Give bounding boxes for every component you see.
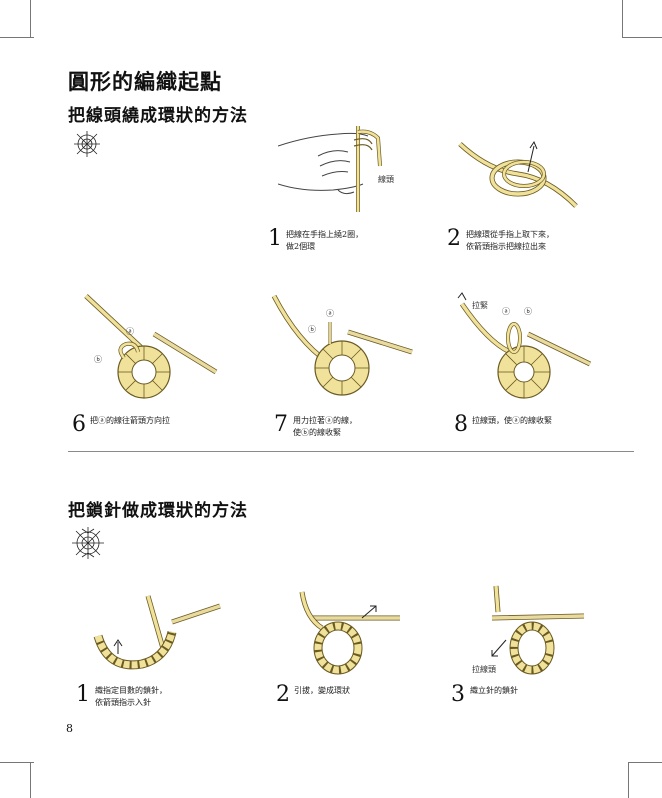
step-caption: 用力拉著ⓐ的線， 使ⓑ的線收緊 <box>293 415 357 439</box>
crop-mark <box>628 762 662 763</box>
section-heading: 把鎖針做成環狀的方法 <box>68 501 248 521</box>
caption-line: 把ⓐ的線往箭頭方向拉 <box>90 416 170 425</box>
crop-mark <box>0 37 34 38</box>
crop-mark <box>622 0 623 38</box>
snowflake-motif-icon <box>74 131 100 157</box>
page-title: 圓形的編織起點 <box>68 69 222 94</box>
pull-tight-label: 拉緊 <box>472 300 488 310</box>
crop-mark <box>628 762 629 798</box>
step-caption: 把ⓐ的線往箭頭方向拉 <box>90 415 170 427</box>
crop-mark <box>30 762 31 798</box>
caption-line: 引拔，變成環狀 <box>294 686 350 695</box>
pull-tail-label: 拉線頭 <box>472 664 496 674</box>
step-number: 3 <box>451 682 465 707</box>
caption-line: 使ⓑ的線收緊 <box>293 428 341 437</box>
step-caption: 織指定目數的鎖針， 依箭頭指示入針 <box>95 685 167 709</box>
step-number: 8 <box>454 412 468 437</box>
step-caption: 織立針的鎖針 <box>470 685 518 697</box>
step7-illustration: ⓐ ⓑ <box>271 294 413 396</box>
crop-mark <box>0 762 34 763</box>
yarn-tail-label: 線頭 <box>378 174 394 184</box>
step-caption: 引拔，變成環狀 <box>294 685 350 697</box>
caption-line: 用力拉著ⓐ的線， <box>293 416 357 425</box>
caption-line: 織指定目數的鎖針， <box>95 686 167 695</box>
caption-line: 把線在手指上繞2圈， <box>286 230 364 239</box>
label-b: ⓑ <box>94 355 102 364</box>
step-number: 6 <box>72 412 86 437</box>
chain-step1-illustration <box>93 595 221 670</box>
section-divider <box>68 451 634 452</box>
label-a: ⓐ <box>326 309 334 318</box>
step-caption: 拉線頭，使ⓐ的線收緊 <box>472 415 552 427</box>
step-number: 1 <box>76 682 90 707</box>
step-number: 1 <box>268 226 282 251</box>
caption-line: 依箭頭指示入針 <box>95 698 151 707</box>
label-a: ⓐ <box>502 307 510 316</box>
chain-step2-illustration <box>299 591 400 675</box>
label-b: ⓑ <box>308 325 316 334</box>
caption-line: 織立針的鎖針 <box>470 686 518 695</box>
step-number: 2 <box>276 682 290 707</box>
caption-line: 做2個環 <box>286 242 316 251</box>
label-a: ⓐ <box>126 327 134 336</box>
caption-line: 拉線頭，使ⓐ的線收緊 <box>472 416 552 425</box>
caption-line: 把線環從手指上取下來， <box>466 230 554 239</box>
crop-mark <box>622 37 662 38</box>
step8-illustration: 拉緊 ⓐ ⓑ <box>457 292 592 399</box>
section-heading: 把線頭繞成環狀的方法 <box>68 106 248 126</box>
crop-mark <box>30 0 31 38</box>
step1-illustration: 線頭 <box>278 126 394 212</box>
caption-line: 依箭頭指示把線拉出來 <box>466 242 546 251</box>
step-caption: 把線環從手指上取下來， 依箭頭指示把線拉出來 <box>466 229 554 253</box>
step6-illustration: ⓐ ⓑ <box>84 294 218 399</box>
page-number: 8 <box>66 722 73 735</box>
label-b: ⓑ <box>524 307 532 316</box>
step-caption: 把線在手指上繞2圈， 做2個環 <box>286 229 363 253</box>
snowflake-motif-icon <box>72 527 104 559</box>
step-number: 7 <box>274 412 288 437</box>
chain-step3-illustration: 拉線頭 <box>472 585 585 675</box>
step2-illustration <box>458 140 578 208</box>
step-number: 2 <box>447 226 461 251</box>
